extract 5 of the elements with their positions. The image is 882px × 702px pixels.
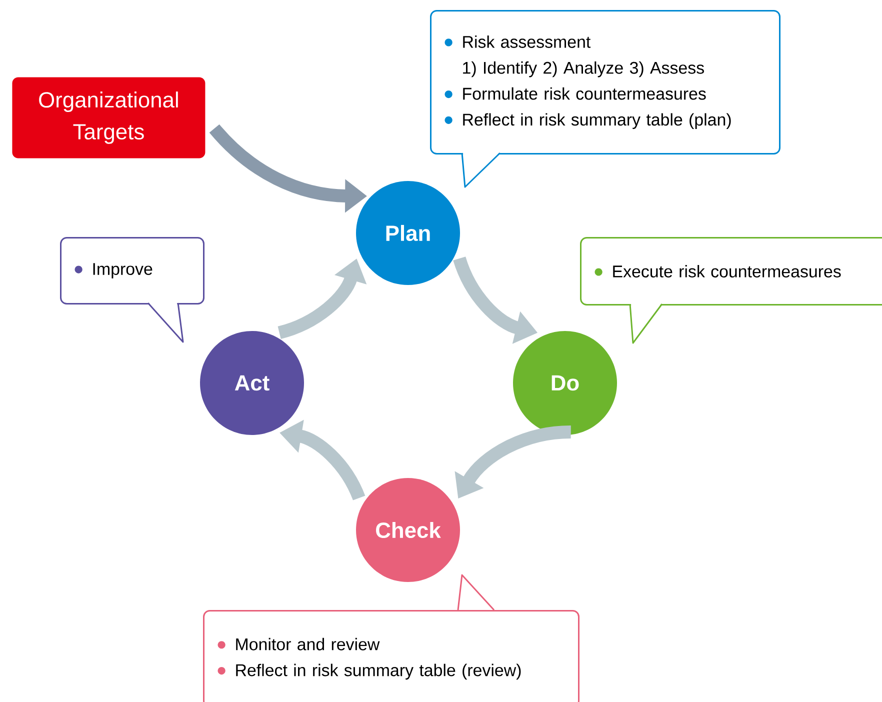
callout-bubble: Improve [60,237,204,343]
callout-bubble: Risk assessment 1) Identify 2) Analyze 3) Assess Formulate risk countermeasures Reflect in risk summary table (plan) [430,10,780,188]
callout-bubble: Execute risk countermeasures [580,237,882,344]
callout-bubble: Monitor and review Reflect in risk summary table (review) [203,574,580,702]
target-box: Organizational Targets [12,77,206,158]
